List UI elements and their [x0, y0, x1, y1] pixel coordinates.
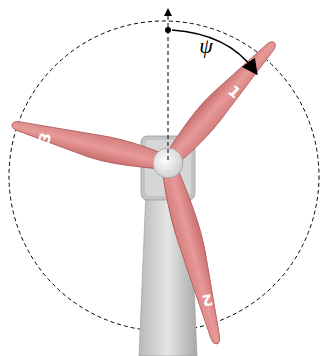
reference-axis — [168, 12, 169, 160]
blade-2 — [160, 169, 230, 347]
azimuth-arrow — [172, 30, 254, 70]
reference-dot — [165, 27, 171, 33]
angle-symbol: ψ — [199, 33, 213, 59]
blade-3 — [9, 113, 163, 174]
blade-1 — [163, 34, 283, 165]
